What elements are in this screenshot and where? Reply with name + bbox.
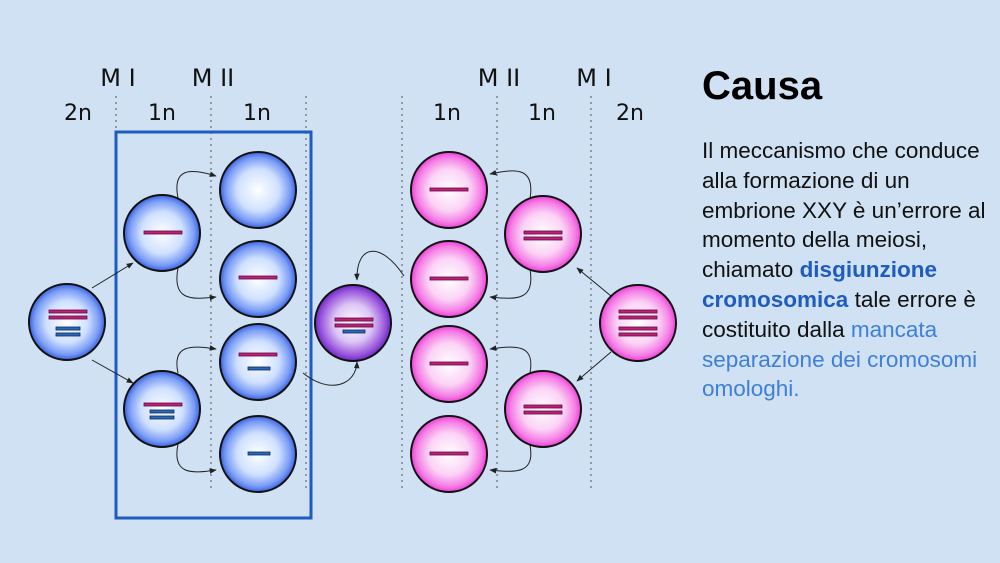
cell-spermatocyte-2n (28, 283, 106, 361)
sperm-cell-y (219, 415, 297, 493)
emphasis-mancata-separazione: mancata separazione dei cromosomi omolog… (702, 316, 978, 402)
oocyte-primary-2n (599, 284, 677, 362)
egg-cell-2 (410, 240, 488, 318)
sperm-cell-empty (219, 151, 297, 229)
left-ploidy-label-1n-a: 1n (148, 101, 176, 126)
nondisjunction-highlight-box (114, 130, 313, 520)
left-ploidy-label-1n-b: 1n (243, 101, 271, 126)
sperm-cell-x (219, 240, 297, 318)
right-ploidy-label-2n: 2n (616, 101, 644, 126)
male-meiosis-cells (28, 151, 297, 493)
right-phase-label-mi: M I (576, 64, 611, 92)
cell-secondary-top (123, 194, 201, 272)
cell-secondary-bottom (123, 370, 201, 448)
panel-title: Causa (702, 64, 823, 108)
egg-cell-1 (410, 151, 488, 229)
female-meiosis-cells (410, 151, 677, 493)
left-phase-label-mi: M I (100, 64, 135, 92)
oocyte-secondary-top (504, 195, 582, 273)
oocyte-secondary-bottom (504, 370, 582, 448)
cause-panel: Causa Il meccanismo che conduce alla for… (702, 62, 992, 404)
panel-paragraph: Il meccanismo che conduce alla formazion… (702, 136, 992, 404)
paragraph-text-2: tale errore è costituito dalla (702, 286, 976, 342)
division-arrows (91, 169, 612, 474)
right-ploidy-label-1n-a: 1n (433, 101, 461, 126)
term-disgiunzione-cromosomica: disgiunzione cromosomica (702, 257, 938, 312)
zygote-xxy-cell (314, 284, 392, 362)
egg-cell-4 (410, 415, 488, 493)
sperm-cell-xy (219, 323, 297, 401)
left-phase-label-mii: M II (192, 64, 235, 92)
right-ploidy-label-1n-b: 1n (528, 101, 556, 126)
meiosis-nondisjunction-diagram: M I M II 2n 1n 1n M II M I 1n 1n 2n (28, 64, 677, 520)
right-phase-label-mii: M II (478, 64, 521, 92)
egg-cell-3 (410, 325, 488, 403)
left-ploidy-label-2n: 2n (64, 101, 92, 126)
paragraph-text-1: Il meccanismo che conduce alla formazion… (702, 138, 986, 283)
